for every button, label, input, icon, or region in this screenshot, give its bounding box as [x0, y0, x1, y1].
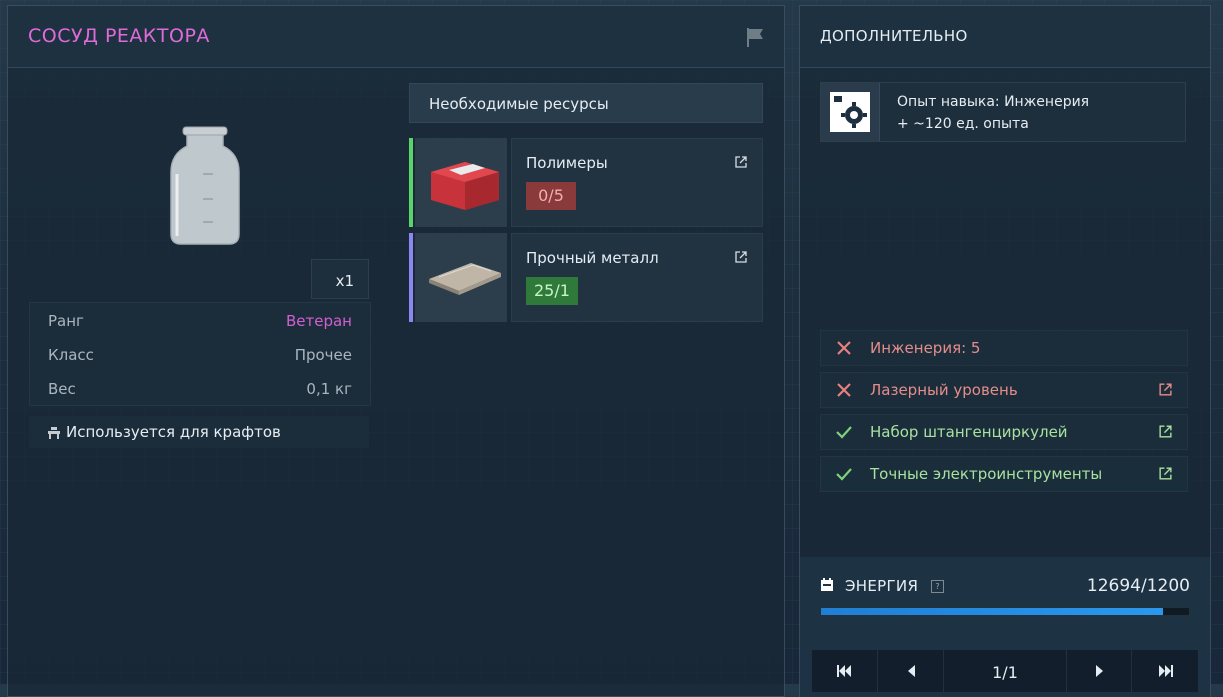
checkmark-icon — [836, 468, 852, 481]
additional-panel: ДОПОЛНИТЕЛЬНО Опыт навыка: Инженерия + ~… — [799, 5, 1211, 697]
skill-xp-name: Опыт навыка: Инженерия — [897, 94, 1090, 110]
requirement-row: Инженерия: 5 — [820, 330, 1188, 366]
external-link-icon[interactable] — [1158, 466, 1173, 481]
requirement-label: Точные электроинструменты — [870, 465, 1103, 483]
property-row-rank: Ранг Ветеран — [30, 303, 370, 337]
energy-progress-fill — [821, 608, 1164, 615]
external-link-icon[interactable] — [1158, 382, 1173, 397]
item-title: СОСУД РЕАКТОРА — [28, 25, 210, 47]
resource-info: Полимеры 0/5 — [511, 138, 763, 227]
property-row-weight: Вес 0,1 кг — [30, 371, 370, 405]
item-panel-header: СОСУД РЕАКТОРА — [8, 6, 784, 68]
previous-page-button[interactable] — [878, 650, 944, 692]
additional-panel-header: ДОПОЛНИТЕЛЬНО — [800, 6, 1210, 68]
item-panel: СОСУД РЕАКТОРА x1 Ранг Ветеран Класс Про… — [7, 5, 785, 697]
resource-rarity-bar — [409, 138, 413, 227]
double-chevron-left-icon — [837, 665, 851, 677]
requirement-label: Набор штангенциркулей — [870, 423, 1068, 441]
cross-icon — [837, 383, 851, 397]
additional-title: ДОПОЛНИТЕЛЬНО — [820, 27, 968, 45]
cross-icon — [837, 341, 851, 355]
resource-name: Полимеры — [526, 154, 608, 172]
next-page-button[interactable] — [1066, 650, 1132, 692]
property-value: 0,1 кг — [306, 380, 352, 398]
skill-xp-box: Опыт навыка: Инженерия + ~120 ед. опыта — [820, 82, 1186, 142]
page-indicator: 1/1 — [992, 663, 1018, 682]
resource-item-polymers[interactable]: Полимеры 0/5 — [409, 138, 763, 227]
property-label: Ранг — [48, 312, 84, 330]
double-chevron-right-icon — [1159, 665, 1173, 677]
requirement-label: Инженерия: 5 — [870, 339, 981, 357]
requirement-row[interactable]: Точные электроинструменты — [820, 456, 1188, 492]
requirement-label: Лазерный уровень — [870, 381, 1018, 399]
chevron-left-icon — [908, 665, 915, 677]
reactor-vessel-image — [170, 126, 240, 245]
used-for-crafting-label: Используется для крафтов — [66, 423, 281, 441]
energy-label: ЭНЕРГИЯ — [845, 577, 919, 595]
skill-xp-amount: + ~120 ед. опыта — [897, 116, 1029, 132]
external-link-icon[interactable] — [734, 250, 748, 264]
calendar-icon — [821, 578, 833, 591]
external-link-icon[interactable] — [734, 155, 748, 169]
gear-icon — [821, 83, 880, 141]
requirement-row[interactable]: Лазерный уровень — [820, 372, 1188, 408]
requirement-row[interactable]: Набор штангенциркулей — [820, 414, 1188, 450]
resource-count: 25/1 — [526, 277, 578, 305]
quantity-box: x1 — [311, 259, 369, 299]
energy-section: ЭНЕРГИЯ ? 12694/1200 1/1 — [800, 557, 1210, 697]
property-row-class: Класс Прочее — [30, 337, 370, 371]
property-value: Ветеран — [285, 312, 352, 330]
energy-progress-bar — [820, 607, 1190, 616]
resource-info: Прочный металл 25/1 — [511, 233, 763, 322]
workbench-icon — [48, 427, 60, 439]
resource-count: 0/5 — [526, 182, 576, 210]
first-page-button[interactable] — [812, 650, 878, 692]
flag-icon[interactable] — [744, 26, 766, 48]
properties-table: Ранг Ветеран Класс Прочее Вес 0,1 кг — [29, 302, 371, 406]
resource-name: Прочный металл — [526, 249, 659, 267]
checkmark-icon — [836, 426, 852, 439]
durable-metal-image — [415, 233, 507, 322]
chevron-right-icon — [1096, 665, 1103, 677]
required-resources-header: Необходимые ресурсы — [409, 83, 763, 123]
polymers-image — [415, 138, 507, 227]
help-icon[interactable]: ? — [931, 580, 944, 593]
property-label: Вес — [48, 380, 76, 398]
energy-value: 12694/1200 — [1086, 576, 1190, 596]
external-link-icon[interactable] — [1158, 424, 1173, 439]
property-label: Класс — [48, 346, 94, 364]
last-page-button[interactable] — [1132, 650, 1198, 692]
used-for-crafting-button[interactable]: Используется для крафтов — [29, 416, 369, 448]
pagination: 1/1 — [812, 650, 1198, 692]
property-value: Прочее — [294, 346, 352, 364]
resource-item-durable-metal[interactable]: Прочный металл 25/1 — [409, 233, 763, 322]
resource-rarity-bar — [409, 233, 413, 322]
